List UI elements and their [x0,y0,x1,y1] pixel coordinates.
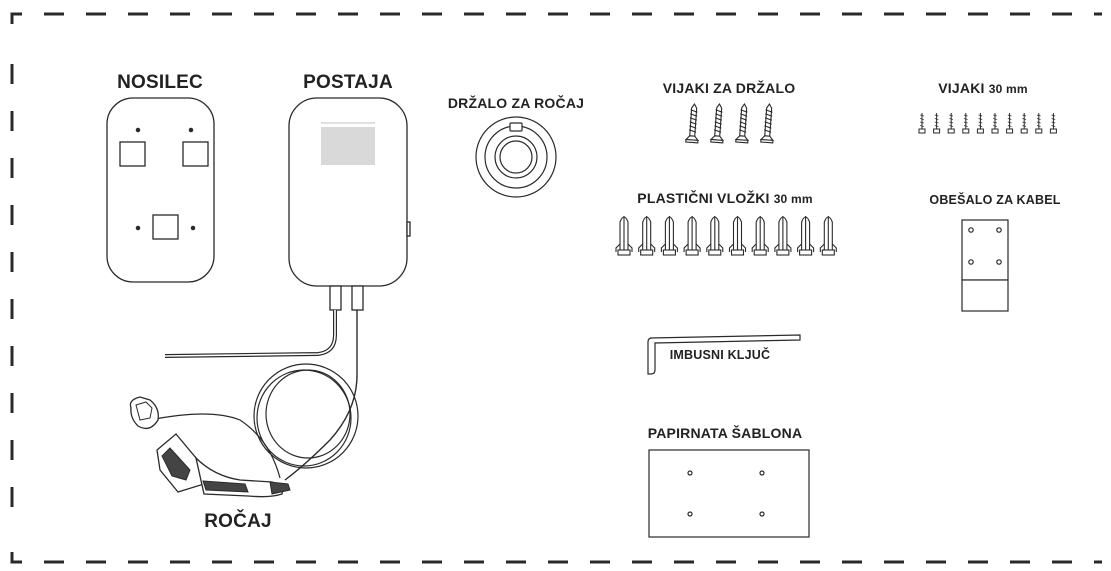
label-plasticni-vlozki-unit: 30 mm [773,192,813,206]
cable-and-charging-handle [129,310,359,498]
small-screw [1049,113,1057,134]
paper-template [648,449,810,538]
label-plasticni-vlozki: PLASTIČNI VLOŽKI 30 mm [637,190,812,206]
label-vijaki-za-drzalo: VIJAKI ZA DRŽALO [662,80,796,96]
small-screw [947,113,955,134]
holder-screw [759,103,775,144]
bracket-nosilec [106,97,215,283]
wall-plug [660,216,678,256]
label-drzalo-za-rocaj: DRŽALO ZA ROČAJ [447,95,585,111]
small-screw [962,113,970,134]
holder-screw [734,103,750,144]
label-plasticni-vlozki-name: PLASTIČNI VLOŽKI [637,190,770,206]
label-vijaki-30mm: VIJAKI 30 mm [938,80,1027,96]
label-imbusni-kljuc: IMBUSNI KLJUČ [669,348,771,362]
label-rocaj: ROČAJ [204,511,272,532]
dashed-border [10,12,1102,564]
label-obesalo-za-kabel: OBEŠALO ZA KABEL [929,193,1061,207]
label-vijaki-30mm-name: VIJAKI [938,80,985,96]
wall-plug [683,216,701,256]
small-screw [933,113,941,134]
wall-plug [751,216,769,256]
label-vijaki-30mm-unit: 30 mm [988,82,1028,96]
wall-plug [638,216,656,256]
station-postaja [288,97,411,311]
label-nosilec: NOSILEC [117,72,203,93]
label-papirnata-sablona: PAPIRNATA ŠABLONA [647,425,803,441]
holder-screws [684,103,775,144]
wall-plug [728,216,747,256]
wall-plugs [615,216,837,256]
wall-plug [819,216,837,256]
wall-plug [774,216,792,256]
screws-30mm [918,113,1057,134]
small-screw [991,113,999,134]
small-screw [976,113,984,134]
holder-screw [684,103,700,144]
handle-holder [475,116,557,198]
small-screw [918,113,926,134]
cable-hanger [961,219,1009,312]
holder-screw [709,103,725,144]
label-postaja: POSTAJA [303,72,393,93]
small-screw [1020,113,1028,134]
small-screw [1035,113,1043,134]
wall-plug [797,216,815,256]
hex-key [647,334,801,375]
wall-plug [615,216,633,256]
wall-plug [706,216,724,256]
small-screw [1006,113,1014,134]
